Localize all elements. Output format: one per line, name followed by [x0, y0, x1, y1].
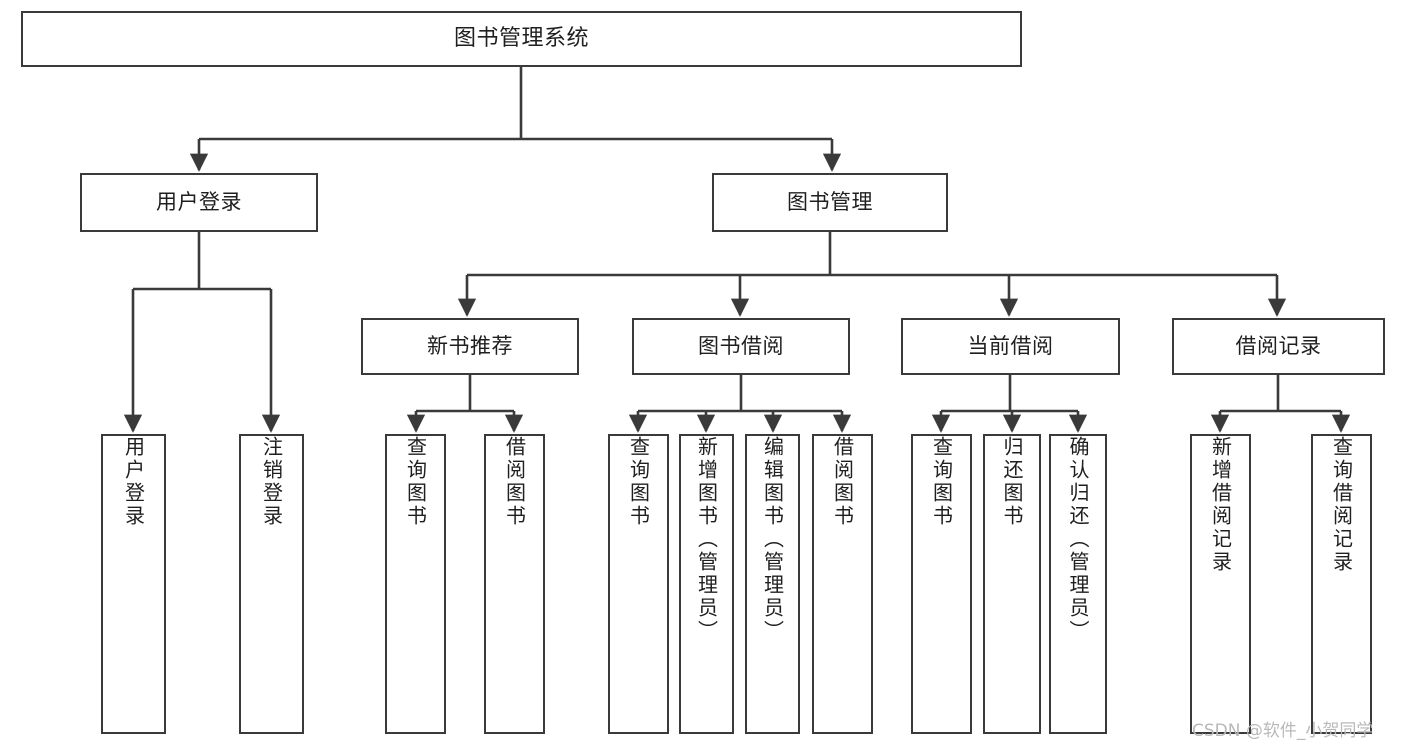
leaf-query-book-recommend[interactable]: 查询图书: [385, 434, 446, 734]
node-label: 用户登录: [121, 436, 146, 528]
node-root-system[interactable]: 图书管理系统: [21, 11, 1022, 67]
node-label: 新增借阅记录: [1208, 436, 1233, 574]
leaf-logout[interactable]: 注销登录: [239, 434, 304, 734]
node-label: 图书管理: [787, 190, 873, 215]
node-label: 图书借阅: [698, 334, 784, 359]
node-current-borrow[interactable]: 当前借阅: [901, 318, 1120, 375]
leaf-return-book[interactable]: 归还图书: [983, 434, 1041, 734]
leaf-user-login[interactable]: 用户登录: [101, 434, 166, 734]
node-label: 新书推荐: [427, 334, 513, 359]
node-label: 新增图书（管理员）: [694, 436, 719, 643]
node-label: 图书管理系统: [453, 26, 589, 52]
node-label: 借阅图书: [502, 436, 527, 528]
node-borrow-record[interactable]: 借阅记录: [1172, 318, 1385, 375]
leaf-borrow-book-recommend[interactable]: 借阅图书: [484, 434, 545, 734]
csdn-watermark: CSDN @软件_小贺同学: [1192, 721, 1374, 741]
node-label: 借阅记录: [1235, 334, 1322, 359]
node-label: 确认归还（管理员）: [1066, 436, 1090, 643]
node-user-login[interactable]: 用户登录: [80, 173, 318, 232]
node-book-borrow[interactable]: 图书借阅: [632, 318, 850, 375]
node-label: 查询借阅记录: [1329, 436, 1354, 574]
leaf-edit-book-admin[interactable]: 编辑图书（管理员）: [745, 434, 800, 734]
leaf-borrow-book[interactable]: 借阅图书: [812, 434, 873, 734]
node-label: 查询图书: [626, 436, 651, 528]
node-new-book-recommend[interactable]: 新书推荐: [361, 318, 579, 375]
leaf-query-book-current[interactable]: 查询图书: [911, 434, 972, 734]
node-label: 当前借阅: [967, 334, 1054, 359]
node-label: 编辑图书（管理员）: [760, 436, 785, 643]
leaf-add-borrow-record[interactable]: 新增借阅记录: [1190, 434, 1251, 734]
leaf-query-book-borrow[interactable]: 查询图书: [608, 434, 669, 734]
node-label: 注销登录: [259, 436, 284, 528]
node-label: 归还图书: [1000, 436, 1024, 528]
leaf-query-borrow-record[interactable]: 查询借阅记录: [1311, 434, 1372, 734]
node-label: 用户登录: [156, 190, 242, 215]
node-book-manage[interactable]: 图书管理: [712, 173, 948, 232]
node-label: 借阅图书: [830, 436, 855, 528]
leaf-confirm-return-admin[interactable]: 确认归还（管理员）: [1049, 434, 1107, 734]
node-label: 查询图书: [403, 436, 428, 528]
node-label: 查询图书: [929, 436, 954, 528]
leaf-add-book-admin[interactable]: 新增图书（管理员）: [679, 434, 734, 734]
